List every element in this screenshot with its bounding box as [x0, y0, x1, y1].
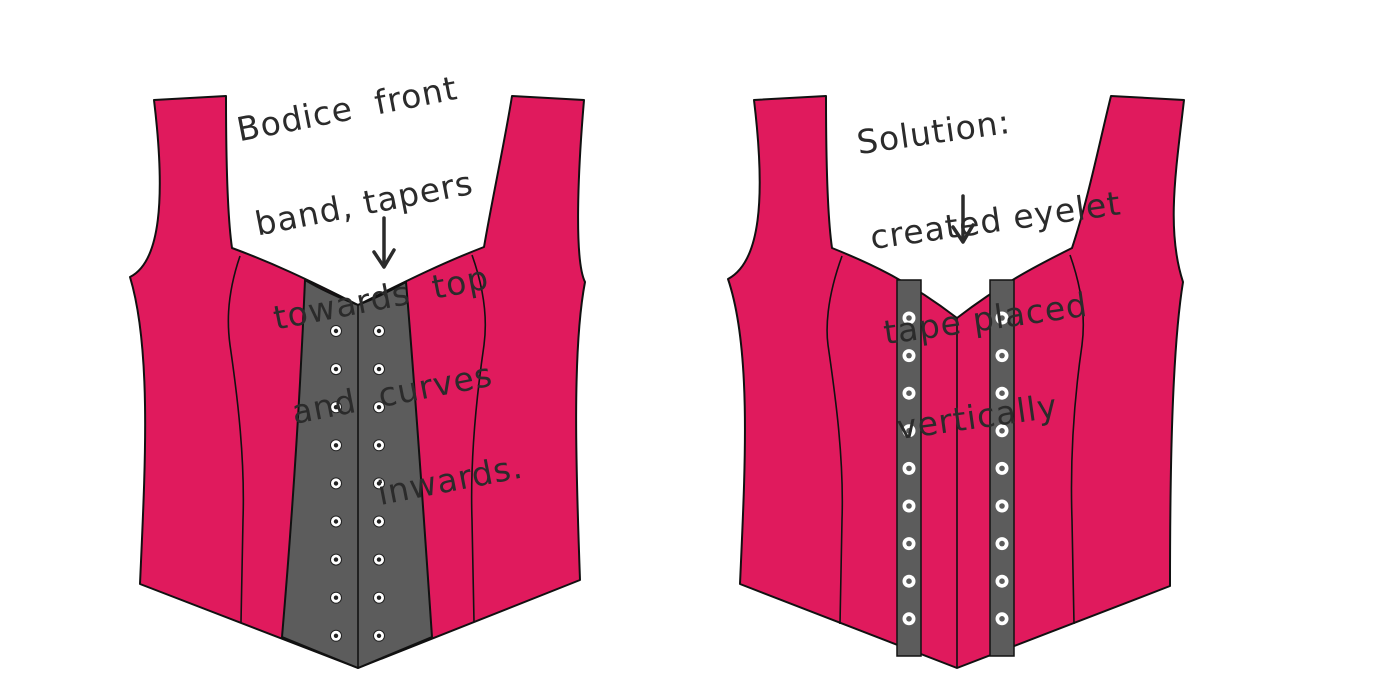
eyelet-hole [906, 315, 912, 321]
eyelet-hole [999, 503, 1005, 509]
seam-right-side [470, 254, 487, 623]
down-arrow-icon [951, 194, 975, 244]
eyelet-hole [376, 595, 382, 600]
eyelet-hole [376, 519, 382, 524]
eyelet-hole [376, 328, 382, 334]
annotation-line: Solution: [854, 101, 1013, 163]
eyelet-hole [999, 390, 1005, 397]
eyelet-hole [376, 633, 382, 638]
eyelet-hole [376, 366, 382, 372]
eyelet-hole [999, 465, 1005, 472]
eyelet-hole [376, 557, 382, 562]
front-band-tapered [281, 279, 433, 669]
annotation-line: Bodice front [233, 68, 461, 150]
eyelet-group-original [330, 325, 385, 642]
eyelet-hole [333, 633, 339, 638]
eyelet-hole [376, 481, 382, 486]
eyelet-hole [999, 352, 1005, 359]
eyelet-hole [333, 443, 339, 448]
eyelet-group-solution [902, 311, 1009, 626]
eyelet-hole [333, 519, 339, 524]
annotation-line: band, tapers [251, 162, 477, 244]
eyelet-hole [333, 328, 339, 334]
eyelet-hole [906, 578, 912, 584]
eyelet-hole [906, 428, 912, 434]
eyelet-hole [999, 428, 1005, 434]
eyelet-hole [999, 616, 1005, 622]
eyelet-hole [999, 315, 1005, 321]
eyelet-hole [376, 443, 382, 448]
eyelet-hole [906, 390, 912, 397]
eyelet-hole [906, 503, 912, 509]
seam-right-side-solution [1069, 254, 1085, 625]
eyelet-hole [906, 540, 912, 547]
eyelet-hole [333, 366, 339, 372]
annotation-line: and curves [288, 354, 496, 432]
bodice-original [129, 95, 586, 669]
eyelet-hole [906, 352, 912, 359]
bodice-solution [727, 95, 1185, 669]
annotation-line: vertically [894, 386, 1061, 448]
eyelet-hole [333, 557, 339, 562]
seam-left-side-solution [826, 255, 844, 625]
annotation-line: inwards. [306, 446, 527, 527]
eyelet-hole [999, 540, 1005, 547]
eyelet-hole [333, 595, 339, 600]
eyelet-hole [999, 578, 1005, 584]
annotation-line: created eyelet [867, 183, 1124, 258]
eyelet-hole [333, 405, 339, 410]
eyelet-hole [333, 481, 339, 486]
eyelet-hole [906, 616, 912, 622]
down-arrow-icon [372, 216, 396, 269]
annotation-line: towards top [270, 257, 493, 338]
seam-left-side [227, 255, 245, 623]
eyelet-hole [906, 465, 912, 472]
eyelet-hole [376, 405, 382, 410]
annotation-line: tape placed [881, 284, 1091, 353]
